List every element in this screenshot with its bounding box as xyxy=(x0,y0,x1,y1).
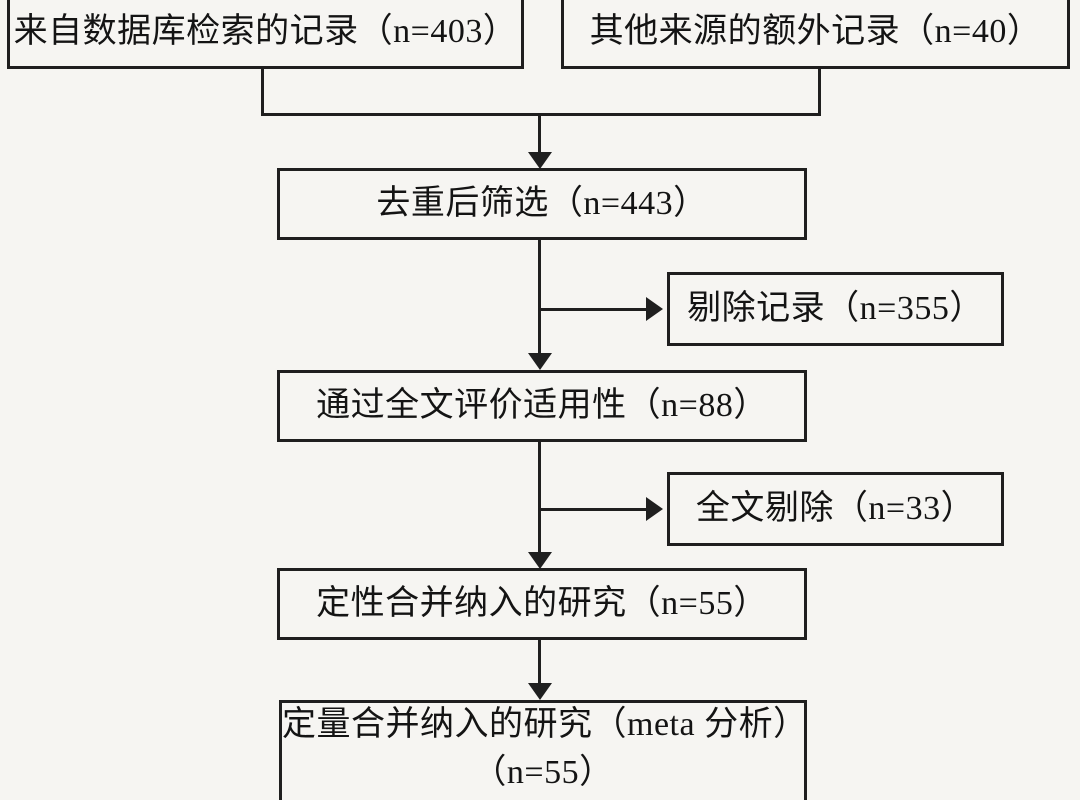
arrow-right-icon xyxy=(646,297,663,321)
box-fulltext-excluded-label: 全文剔除（n=33） xyxy=(695,490,976,528)
box-fulltext-assessed: 通过全文评价适用性（n=88） xyxy=(277,370,807,442)
box-fulltext-assessed-label: 通过全文评价适用性（n=88） xyxy=(316,387,768,425)
arrow-down-icon xyxy=(528,552,552,569)
box-quantitative-meta-analysis-label-line1: 定量合并纳入的研究（meta 分析） xyxy=(282,706,808,744)
box-records-from-databases-label: 来自数据库检索的记录（n=403） xyxy=(13,13,518,51)
connector-line-merge-horizontal xyxy=(261,113,821,116)
box-screened-after-dedup: 去重后筛选（n=443） xyxy=(277,168,807,240)
box-additional-records-other-sources-label: 其他来源的额外记录（n=40） xyxy=(589,13,1042,51)
box-qualitative-synthesis-label: 定性合并纳入的研究（n=55） xyxy=(316,585,768,623)
connector-line-right-vertical xyxy=(818,66,821,116)
arrow-down-icon xyxy=(528,353,552,370)
box-fulltext-excluded: 全文剔除（n=33） xyxy=(667,472,1004,546)
box-excluded-records: 剔除记录（n=355） xyxy=(667,272,1004,346)
box-records-from-databases: 来自数据库检索的记录（n=403） xyxy=(7,0,524,69)
box-qualitative-synthesis: 定性合并纳入的研究（n=55） xyxy=(277,568,807,640)
box-additional-records-other-sources: 其他来源的额外记录（n=40） xyxy=(561,0,1070,69)
box-excluded-records-label: 剔除记录（n=355） xyxy=(687,290,984,328)
arrow-to-qualitative-shaft xyxy=(538,442,541,556)
arrow-right-icon xyxy=(646,497,663,521)
box-quantitative-meta-analysis-label-line2: （n=55） xyxy=(472,754,614,791)
branch-line-to-fulltext-excluded xyxy=(540,508,648,511)
arrow-to-fulltext-shaft xyxy=(538,240,541,356)
branch-line-to-excluded-records xyxy=(540,308,648,311)
arrow-to-screened-shaft xyxy=(538,113,541,155)
arrow-to-quantitative-shaft xyxy=(538,640,541,686)
box-quantitative-meta-analysis: 定量合并纳入的研究（meta 分析） （n=55） xyxy=(279,700,807,800)
arrow-down-icon xyxy=(528,683,552,700)
connector-line-left-vertical xyxy=(261,66,264,116)
box-screened-after-dedup-label: 去重后筛选（n=443） xyxy=(376,185,708,223)
arrow-down-icon xyxy=(528,152,552,169)
